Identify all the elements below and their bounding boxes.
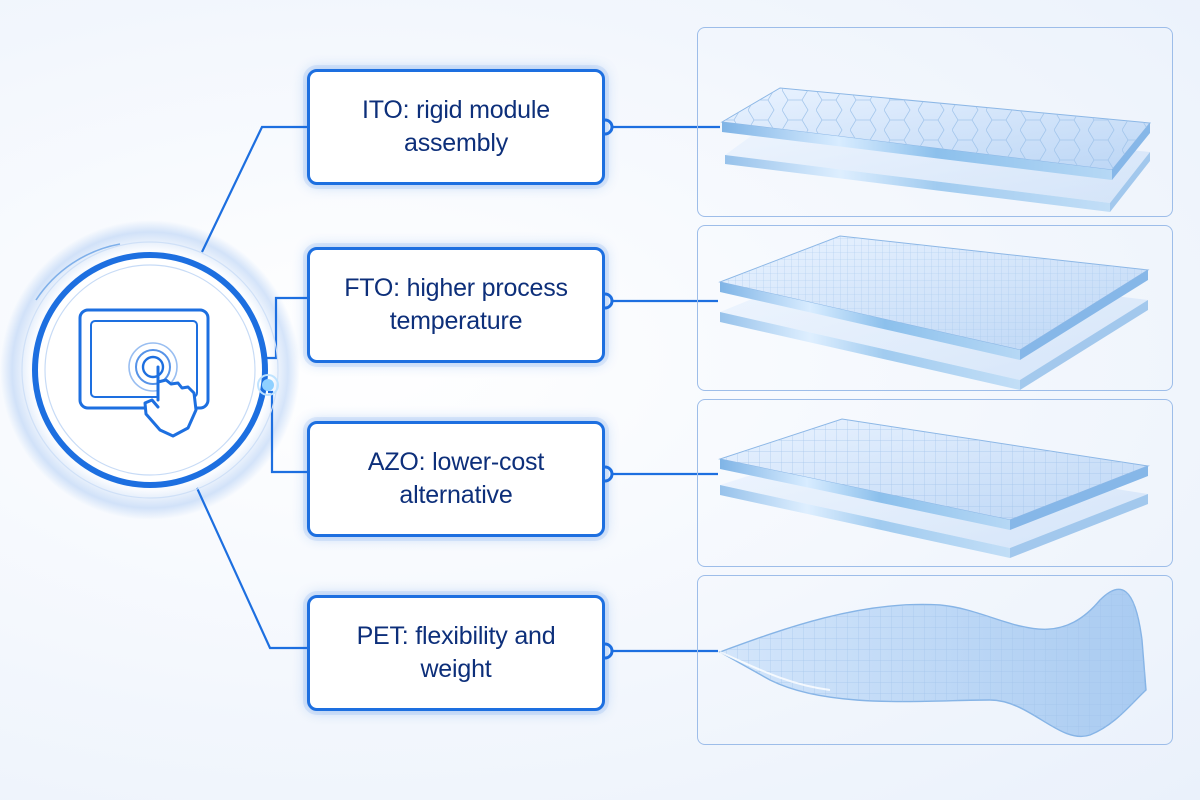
material-panel-pet [697,575,1173,745]
rigid-glass-layers-icon [720,87,1151,212]
label-box-azo: AZO: lower-cost alternative [307,421,605,537]
material-panel-fto [697,225,1173,391]
label-fto: FTO: higher process temperature [344,274,568,335]
material-panel-ito [697,27,1173,217]
hub-node [0,220,300,520]
touch-screen-icon [78,308,210,438]
label-box-fto: FTO: higher process temperature [307,247,605,363]
label-box-ito: ITO: rigid module assembly [307,69,605,185]
label-box-pet: PET: flexibility and weight [307,595,605,711]
label-pet: PET: flexibility and weight [356,622,556,683]
label-azo: AZO: lower-cost alternative [367,448,545,509]
connector-dots [596,118,614,660]
flexible-film-icon [718,588,1147,738]
connector-hub-pet [195,487,307,650]
glass-layers-fine-grid-icon [718,235,1150,390]
label-ito: ITO: rigid module assembly [362,96,550,157]
glass-layers-grid-icon [718,418,1150,558]
connector-hub-ito [201,125,307,253]
material-panel-azo [697,399,1173,567]
